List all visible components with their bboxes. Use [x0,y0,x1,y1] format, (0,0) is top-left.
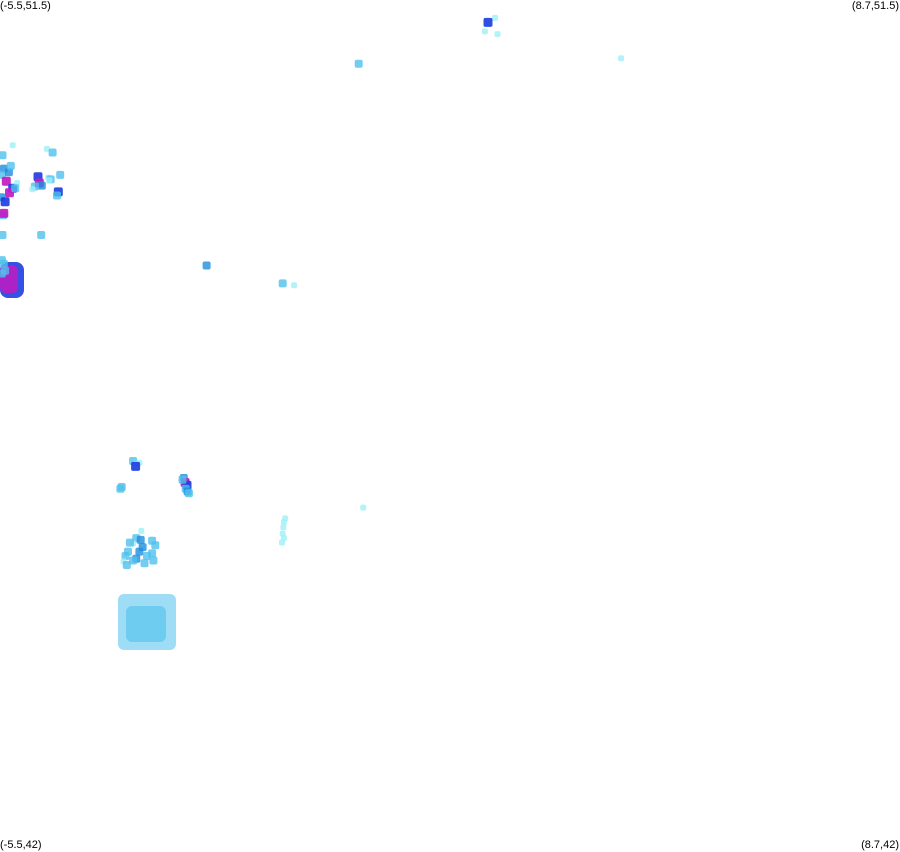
density-point [149,556,158,565]
density-point [280,524,287,531]
density-point [279,539,285,546]
density-point [9,142,16,149]
density-point [483,17,493,27]
density-point [1,176,11,186]
density-point [122,561,131,569]
dense-blob [126,606,166,642]
density-point [178,475,187,484]
density-point [43,145,50,152]
density-point [11,184,20,193]
corner-label-top-left: (-5.5,51.5) [0,0,51,12]
density-point [184,489,193,498]
density-point [291,282,298,289]
density-point [278,279,287,288]
density-point [202,261,211,270]
density-point [4,168,13,177]
density-point [0,231,7,239]
density-point [481,28,488,35]
density-point [148,549,157,558]
corner-label-bottom-left: (-5.5,42) [0,839,42,851]
density-point [116,484,125,493]
density-point [0,151,7,160]
density-point [135,547,144,556]
density-point [140,559,149,568]
density-point [53,191,61,200]
density-point [37,231,46,239]
density-point [494,31,501,38]
density-point [37,181,46,190]
density-point [136,535,145,544]
density-point [56,170,65,179]
density-point [131,461,141,471]
density-point [360,504,367,511]
density-point [618,55,625,62]
density-point [29,186,36,193]
density-point [125,538,134,547]
dense-cluster-west [0,262,176,650]
density-point [46,177,53,184]
density-point [0,197,10,207]
density-point [0,269,6,278]
density-point [354,59,363,68]
density-point [492,14,498,21]
density-point [129,556,138,565]
density-point [48,148,57,157]
density-point [0,208,9,218]
density-point [6,161,15,170]
density-point [151,541,160,550]
density-point [138,527,145,534]
density-point [121,552,130,560]
density-point [280,519,287,525]
density-point [0,259,8,268]
corner-label-bottom-right: (8.7,42) [861,839,899,851]
corner-label-top-right: (8.7,51.5) [851,0,899,12]
